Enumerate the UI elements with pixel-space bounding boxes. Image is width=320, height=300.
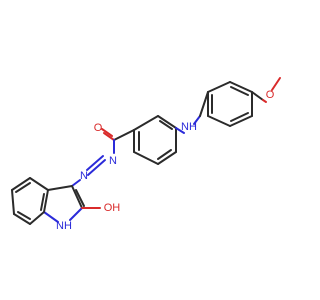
atom-n-azo-lower: N — [80, 170, 88, 182]
bond — [69, 207, 83, 221]
bond — [207, 115, 231, 127]
atom-n-azo-upper: N — [109, 155, 117, 167]
bond-inner — [230, 112, 249, 122]
bond-inner — [15, 182, 31, 193]
bond — [229, 115, 253, 127]
bond-inner — [75, 189, 85, 207]
bond — [43, 211, 59, 223]
bond-c-o — [251, 91, 264, 101]
bond-azo — [86, 155, 104, 171]
bond-inner — [157, 149, 172, 160]
bond-inner — [159, 120, 173, 130]
azo-linkage — [71, 155, 106, 187]
bond-n-c — [71, 179, 81, 187]
bond-ch2 — [199, 91, 209, 117]
atom-o-methoxy: O — [266, 89, 275, 101]
bond — [133, 151, 159, 165]
amide-group — [101, 128, 135, 154]
bond-o-ch3 — [271, 77, 281, 91]
bond — [113, 129, 135, 141]
bond — [43, 189, 49, 213]
molecule-diagram: O N N NH O OH NH — [11, 77, 281, 232]
bond-inner — [17, 211, 31, 220]
bond — [157, 151, 177, 165]
bond-carbonyl — [101, 128, 113, 137]
bond — [11, 177, 31, 191]
bond — [11, 189, 15, 215]
bond-c-o — [262, 99, 267, 103]
bond-c-n — [175, 127, 185, 134]
bond-inner — [230, 86, 249, 96]
bond-carbonyl — [103, 132, 115, 141]
benzamide-ring — [133, 115, 177, 165]
bond — [133, 115, 159, 131]
atom-oh: OH — [104, 202, 121, 214]
bond — [157, 115, 177, 129]
atom-labels: O N N NH O OH NH — [56, 89, 275, 232]
bond — [13, 213, 31, 225]
bond — [229, 81, 253, 93]
bond — [29, 177, 49, 191]
atom-nh-ring: NH — [56, 220, 72, 232]
bond — [47, 185, 73, 191]
atom-nh-amine: NH — [181, 121, 197, 133]
indole-core — [11, 177, 101, 225]
atom-o-carbonyl: O — [94, 122, 103, 134]
amine-linker — [175, 91, 209, 134]
bond-n-c — [193, 115, 201, 125]
bond-inner — [40, 193, 45, 211]
methoxyphenyl-ring — [207, 77, 281, 127]
bond — [29, 211, 45, 225]
bond-azo — [87, 159, 106, 176]
bond — [71, 185, 83, 209]
bond — [207, 81, 231, 93]
